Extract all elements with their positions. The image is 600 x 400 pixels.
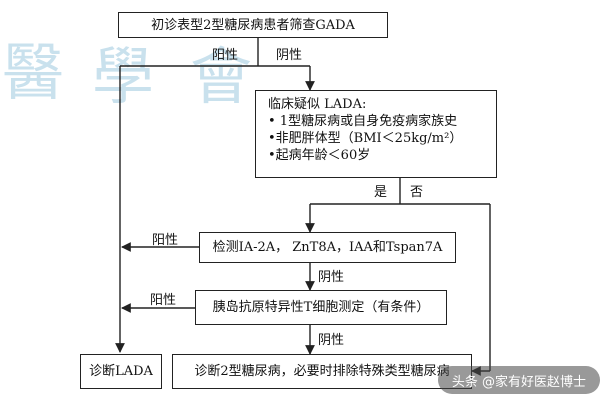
edge-label-negative: 阴性 xyxy=(318,270,345,285)
node-tcell-test: 胰岛抗原特异性T细胞测定（有条件） xyxy=(195,290,447,325)
edge-label-yes: 是 xyxy=(374,185,388,200)
node-screen-gada: 初诊表型2型糖尿病患者筛查GADA xyxy=(118,12,388,38)
edge-label-positive: 阳性 xyxy=(152,233,179,248)
node-tcell-test-label: 胰岛抗原特异性T细胞测定（有条件） xyxy=(212,300,430,315)
node-antibody-test-label: 检测IA-2A， ZnT8A，IAA和Tspan7A xyxy=(212,240,443,255)
watermark-char: 會 xyxy=(190,40,253,113)
edge-label-positive: 阳性 xyxy=(212,48,239,63)
edge-label-negative: 阴性 xyxy=(318,333,345,348)
suspect-criterion: •起病年龄＜60岁 xyxy=(268,148,371,163)
source-credit-text: 头条 @家有好医赵博士 xyxy=(451,374,587,390)
node-antibody-test: 检测IA-2A， ZnT8A，IAA和Tspan7A xyxy=(199,232,456,263)
watermark-char: 醫 xyxy=(2,36,65,109)
suspect-criterion: •非肥胖体型（BMI＜25kg/m²） xyxy=(268,131,463,146)
edge-label-negative: 阴性 xyxy=(276,48,303,63)
suspect-criterion: • 1型糖尿病或自身免疫病家族史 xyxy=(268,114,458,129)
node-suspected-lada: 临床疑似 LADA: • 1型糖尿病或自身免疫病家族史 •非肥胖体型（BMI＜2… xyxy=(255,90,497,178)
node-diagnose-t2dm-label: 诊断2型糖尿病，必要时排除特殊类型糖尿病 xyxy=(194,364,450,379)
suspect-title: 临床疑似 LADA: xyxy=(268,97,367,112)
edge-label-no: 否 xyxy=(410,185,424,200)
node-diagnose-t2dm: 诊断2型糖尿病，必要时排除特殊类型糖尿病 xyxy=(172,354,472,389)
edge-label-positive: 阳性 xyxy=(150,293,177,308)
node-screen-gada-label: 初诊表型2型糖尿病患者筛查GADA xyxy=(151,17,355,33)
node-diagnose-lada: 诊断LADA xyxy=(80,354,162,389)
node-diagnose-lada-label: 诊断LADA xyxy=(89,364,153,379)
watermark-char: 學 xyxy=(92,40,155,113)
source-credit-badge: 头条 @家有好医赵博士 xyxy=(438,366,600,394)
